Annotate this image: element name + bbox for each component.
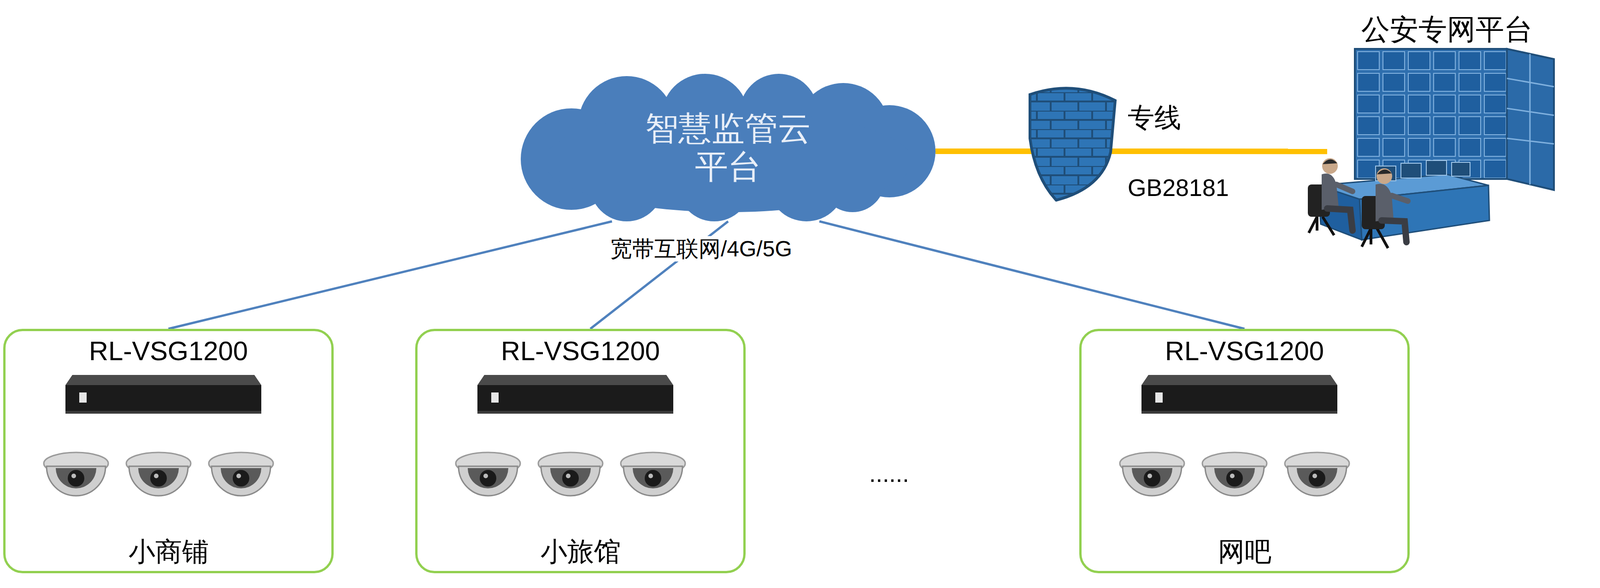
cloud-node: 智慧监管云 平台 <box>520 73 936 222</box>
site-name: 小商铺 <box>128 535 209 567</box>
annotation-label: GB28181 <box>1124 174 1232 202</box>
site-box: RL-VSG1200 小商铺 <box>3 328 334 573</box>
site-box: RL-VSG1200 小旅馆 <box>415 328 746 573</box>
site-box: RL-VSG1200 网吧 <box>1079 328 1410 573</box>
platform-node: 公安专网平台 <box>1327 12 1567 212</box>
device-model: RL-VSG1200 <box>1164 335 1324 367</box>
annotation-label: 专线 <box>1124 102 1184 134</box>
platform-title: 公安专网平台 <box>1361 12 1533 46</box>
cloud-title: 智慧监管云 平台 <box>629 109 828 186</box>
network-link <box>819 221 1245 329</box>
site-name: 网吧 <box>1217 535 1272 567</box>
annotation-label: 宽带互联网/4G/5G <box>607 235 795 262</box>
annotation-label: ...... <box>866 459 912 488</box>
network-link <box>168 221 613 329</box>
network-link <box>935 148 1328 154</box>
cloud-shape <box>520 73 936 222</box>
device-model: RL-VSG1200 <box>88 335 248 367</box>
device-model: RL-VSG1200 <box>500 335 660 367</box>
site-name: 小旅馆 <box>540 535 621 567</box>
